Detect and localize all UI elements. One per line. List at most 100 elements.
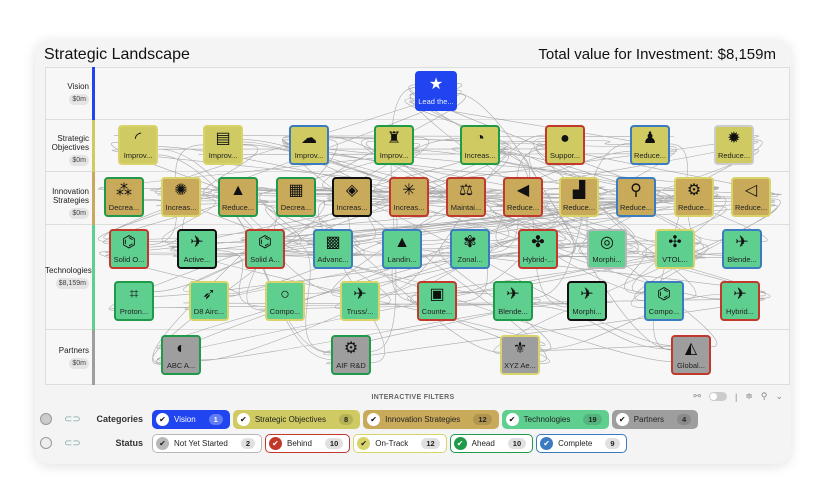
- node-label: Suppor...: [549, 151, 581, 160]
- lane-value: $0m: [69, 155, 89, 166]
- node-technologies[interactable]: ▩Advanc...: [313, 229, 353, 269]
- node-technologies[interactable]: ✈Blende...: [722, 229, 762, 269]
- node-strategies[interactable]: ⁂ Decrea...: [104, 177, 144, 217]
- node-partners[interactable]: ⚜XYZ Ae...: [500, 335, 540, 375]
- weight-icon: ▲: [230, 182, 246, 199]
- unpin-icon[interactable]: ⚲: [760, 391, 768, 401]
- chip-count: 12: [421, 437, 440, 449]
- node-technologies[interactable]: ▲Landin...: [382, 229, 422, 269]
- graph-icon[interactable]: ⚯: [693, 391, 701, 401]
- pipes-icon: ◎: [600, 234, 614, 251]
- node-strategies[interactable]: ◁Reduce...: [731, 177, 771, 217]
- node-objectives[interactable]: ✹Reduce...: [714, 125, 754, 165]
- lane-color-bar: [92, 330, 95, 385]
- node-technologies[interactable]: ✈Morphi...: [567, 281, 607, 321]
- node-technologies[interactable]: ✣VTOL...: [655, 229, 695, 269]
- spark-icon: ✳: [402, 182, 416, 199]
- fuel-icon: ◈: [345, 182, 359, 199]
- chevron-down-icon[interactable]: ⌄: [775, 391, 783, 401]
- node-technologies[interactable]: ✈Truss/...: [340, 281, 380, 321]
- node-label: Compo...: [648, 307, 680, 316]
- node-technologies[interactable]: ⌗Proton...: [114, 281, 154, 321]
- node-label: Compo...: [269, 307, 301, 316]
- node-technologies[interactable]: ⌬Solid O...: [109, 229, 149, 269]
- node-objectives[interactable]: ◜Improv...: [118, 125, 158, 165]
- layout-toggle[interactable]: [708, 392, 727, 401]
- node-technologies[interactable]: ⌬Compo...: [644, 281, 684, 321]
- node-label: Improv...: [294, 151, 324, 160]
- volume-icon: ◁: [744, 182, 758, 199]
- node-partners[interactable]: ◭Global...: [671, 335, 711, 375]
- lane-color-bar: [92, 172, 95, 225]
- node-technologies[interactable]: ○Compo...: [265, 281, 305, 321]
- node-partners[interactable]: ⚙AIF R&D: [331, 335, 371, 375]
- check-icon: ✔: [505, 412, 519, 426]
- node-objectives[interactable]: ♜Improv...: [374, 125, 414, 165]
- lane-value: $0m: [69, 357, 89, 369]
- airport-icon: ♜: [386, 130, 402, 147]
- node-technologies[interactable]: ✾Zonal...: [450, 229, 490, 269]
- clock-icon: ◔: [475, 130, 485, 147]
- gauge-icon: ◜: [134, 130, 142, 147]
- chip-count: 1: [208, 413, 223, 425]
- check-icon: ✔: [156, 436, 169, 450]
- node-technologies[interactable]: ✤Hybrid-...: [518, 229, 558, 269]
- node-technologies[interactable]: ◎Morphi...: [587, 229, 627, 269]
- node-technologies[interactable]: ✈Hybrid...: [720, 281, 760, 321]
- node-strategies[interactable]: ⚖Maintai...: [446, 177, 486, 217]
- node-vision[interactable]: ★Lead the...: [415, 71, 457, 111]
- node-label: Reduce...: [619, 203, 653, 212]
- collapse-icon[interactable]: ≑: [745, 391, 753, 401]
- categories-label: Categories: [96, 414, 143, 424]
- node-technologies[interactable]: ➶D8 Airc...: [189, 281, 229, 321]
- node-label: Decrea...: [108, 203, 140, 212]
- link-icon[interactable]: ⊂⊃: [64, 413, 81, 425]
- node-strategies[interactable]: ✺Increas...: [161, 177, 201, 217]
- node-strategies[interactable]: ▟Reduce...: [559, 177, 599, 217]
- lane-label: Strategic Objectives: [51, 134, 89, 152]
- node-objectives[interactable]: ◔Increas...: [460, 125, 500, 165]
- node-strategies[interactable]: ⚲Reduce...: [616, 177, 656, 217]
- node-strategies[interactable]: ◀Reduce...: [503, 177, 543, 217]
- node-technologies[interactable]: ✈Active...: [177, 229, 217, 269]
- node-technologies[interactable]: ▣Counte...: [417, 281, 457, 321]
- node-objectives[interactable]: ♟Reduce...: [630, 125, 670, 165]
- node-strategies[interactable]: ▦Decrea...: [276, 177, 316, 217]
- node-strategies[interactable]: ▲Reduce...: [218, 177, 258, 217]
- node-label: Reduce...: [677, 203, 711, 212]
- node-objectives[interactable]: ●Suppor...: [545, 125, 585, 165]
- check-icon: ✔: [453, 436, 467, 450]
- chip-count: 19: [583, 413, 602, 425]
- node-label: Morphi...: [572, 307, 602, 316]
- status-radio[interactable]: [40, 437, 52, 449]
- node-objectives[interactable]: ▤Improv...: [203, 125, 243, 165]
- node-strategies[interactable]: ✳Increas...: [389, 177, 429, 217]
- categories-radio[interactable]: [40, 413, 52, 425]
- node-strategies[interactable]: ⚙Reduce...: [674, 177, 714, 217]
- aircraft-icon: ✈: [190, 234, 204, 251]
- lane-color-bar: [92, 120, 95, 172]
- hierarchy-icon: ⁂: [116, 182, 132, 199]
- node-technologies[interactable]: ✈Blende...: [493, 281, 533, 321]
- lane-label: Partners: [58, 345, 89, 355]
- node-technologies[interactable]: ⌬Solid A...: [245, 229, 285, 269]
- chip-count: 10: [324, 437, 344, 449]
- chip-count: 4: [676, 413, 692, 425]
- page-title: Strategic Landscape: [44, 46, 190, 63]
- link-icon[interactable]: ⊂⊃: [64, 437, 81, 449]
- node-objectives[interactable]: ☁Improv...: [289, 125, 329, 165]
- node-strategies[interactable]: ◈Increas...: [332, 177, 372, 217]
- node-label: Reduce...: [506, 203, 540, 212]
- node-partners[interactable]: ◐ABC A...: [161, 335, 201, 375]
